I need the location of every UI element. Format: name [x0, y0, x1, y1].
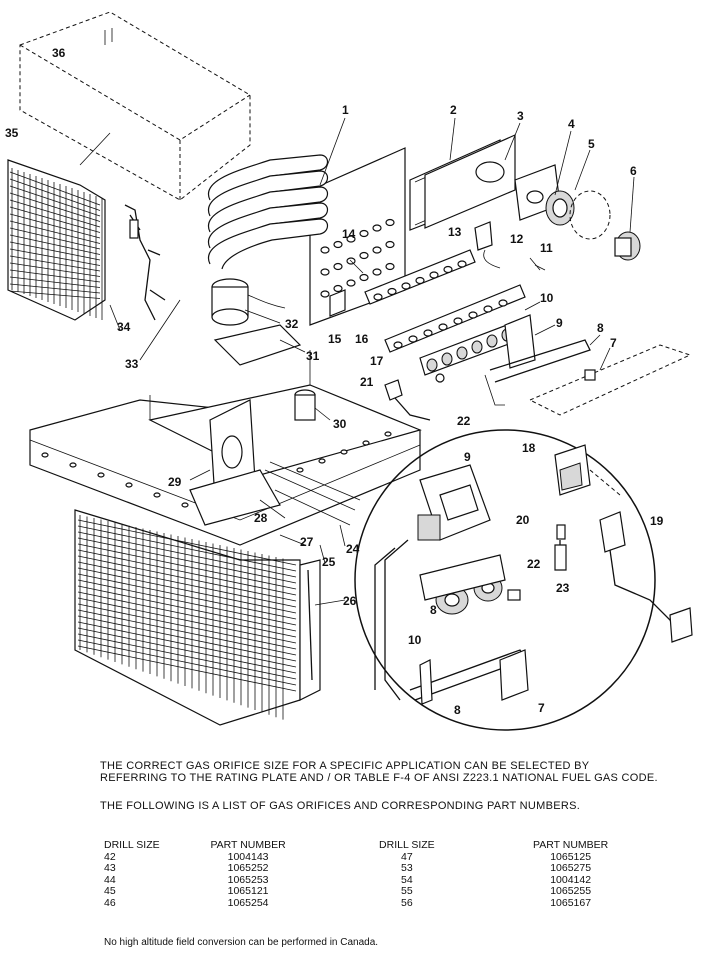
table-cell: 53 — [401, 862, 413, 874]
manifold-bracket — [484, 339, 692, 416]
table-row: 43 1065252 53 1065275 — [100, 862, 660, 875]
callout-26: 26 — [343, 594, 357, 608]
header-drill-size-1: DRILL SIZE — [104, 839, 160, 851]
callout-10-detail: 10 — [408, 633, 422, 647]
callout-27: 27 — [300, 535, 314, 549]
canada-footnote: No high altitude field conversion can be… — [104, 937, 379, 948]
callout-13: 13 — [448, 225, 462, 239]
callout-8: 8 — [597, 321, 604, 335]
header-part-number-1: PART NUMBER — [210, 839, 286, 851]
header-drill-size-2: DRILL SIZE — [379, 839, 435, 851]
table-header-row: DRILL SIZE PART NUMBER DRILL SIZE PART N… — [100, 839, 660, 852]
callout-19: 19 — [650, 514, 664, 528]
table-cell: 46 — [104, 896, 116, 909]
table-cell: 1065254 — [227, 896, 269, 909]
table-cell: 42 — [104, 850, 116, 863]
orifice-table: DRILL SIZE PART NUMBER DRILL SIZE PART N… — [100, 839, 660, 910]
table-cell: 1004143 — [227, 850, 269, 863]
table-row: 42 1004143 47 1065125 — [100, 850, 660, 864]
callout-23: 23 — [556, 581, 570, 595]
combustion-blower-assembly — [409, 134, 641, 271]
callout-5: 5 — [588, 137, 595, 151]
callout-24: 24 — [346, 542, 360, 556]
gas-valve-detail-view — [354, 429, 693, 731]
callout-7-detail: 7 — [538, 701, 545, 715]
condenser-coil-left — [7, 159, 106, 321]
callout-28: 28 — [254, 511, 268, 525]
callout-11: 11 — [540, 241, 553, 255]
exploded-parts-diagram: 1 2 3 4 5 6 7 8 9 10 11 12 13 14 15 16 1… — [5, 11, 693, 731]
list-intro: THE FOLLOWING IS A LIST OF GAS ORIFICES … — [100, 800, 581, 812]
condenser-coil-bottom — [74, 509, 321, 726]
top-cover-panel — [19, 11, 251, 201]
table-cell: 47 — [401, 850, 413, 863]
callout-3: 3 — [517, 109, 524, 123]
orifice-note: THE CORRECT GAS ORIFICE SIZE FOR A SPECI… — [100, 760, 658, 784]
notes-section: THE CORRECT GAS ORIFICE SIZE FOR A SPECI… — [100, 760, 660, 828]
table-row: 45 1065121 55 1065255 — [100, 885, 660, 898]
table-cell: 1004142 — [550, 873, 592, 886]
leader-lines — [79, 117, 635, 606]
callout-7: 7 — [610, 336, 617, 350]
callout-34: 34 — [117, 320, 131, 334]
inducer-duct — [211, 278, 302, 366]
callout-1: 1 — [342, 103, 349, 117]
part-callouts: 1 2 3 4 5 6 7 8 9 10 11 12 13 14 15 16 1… — [5, 46, 664, 717]
table-cell: 56 — [401, 896, 413, 909]
heat-exchanger — [207, 147, 406, 326]
callout-29: 29 — [168, 475, 182, 489]
callout-21: 21 — [360, 375, 374, 389]
callout-2: 2 — [450, 103, 457, 117]
header-part-number-2: PART NUMBER — [533, 839, 609, 851]
table-cell: 1065252 — [227, 862, 269, 874]
callout-15: 15 — [328, 332, 342, 346]
table-row: 44 1065253 54 1004142 — [100, 873, 660, 887]
callout-35: 35 — [5, 126, 19, 140]
callout-18: 18 — [522, 441, 536, 455]
table-cell: 43 — [104, 862, 116, 874]
callout-25: 25 — [322, 555, 336, 569]
callout-8-bottom: 8 — [454, 703, 461, 717]
callout-36: 36 — [52, 46, 66, 60]
base-assembly — [29, 350, 422, 546]
callout-14: 14 — [342, 227, 356, 241]
callout-16: 16 — [355, 332, 369, 346]
control-wiring — [124, 204, 166, 321]
callout-9: 9 — [556, 316, 563, 330]
table-cell: 44 — [104, 873, 116, 886]
callout-9-detail: 9 — [464, 450, 471, 464]
burner-assembly — [329, 249, 536, 376]
table-cell: 1065275 — [550, 862, 592, 874]
table-cell: 54 — [401, 873, 413, 886]
table-cell: 45 — [104, 885, 116, 897]
callout-20: 20 — [516, 513, 530, 527]
callout-17: 17 — [370, 354, 384, 368]
callout-31: 31 — [306, 349, 320, 363]
callout-12: 12 — [510, 232, 524, 246]
callout-22-detail: 22 — [527, 557, 541, 571]
callout-33: 33 — [125, 357, 139, 371]
table-cell: 1065167 — [550, 896, 592, 909]
table-row: 46 1065254 56 1065167 — [100, 896, 660, 910]
ignitor-parts — [384, 373, 445, 421]
callout-10: 10 — [540, 291, 554, 305]
callout-30: 30 — [333, 417, 347, 431]
table-cell: 1065253 — [227, 873, 269, 886]
callout-22: 22 — [457, 414, 471, 428]
table-cell: 1065121 — [227, 885, 269, 897]
callout-4: 4 — [568, 117, 575, 131]
table-cell: 1065125 — [550, 850, 592, 863]
table-cell: 55 — [401, 885, 413, 897]
callout-8-detail: 8 — [430, 603, 437, 617]
callout-6: 6 — [630, 164, 637, 178]
callout-32: 32 — [285, 317, 299, 331]
table-cell: 1065255 — [550, 885, 592, 897]
